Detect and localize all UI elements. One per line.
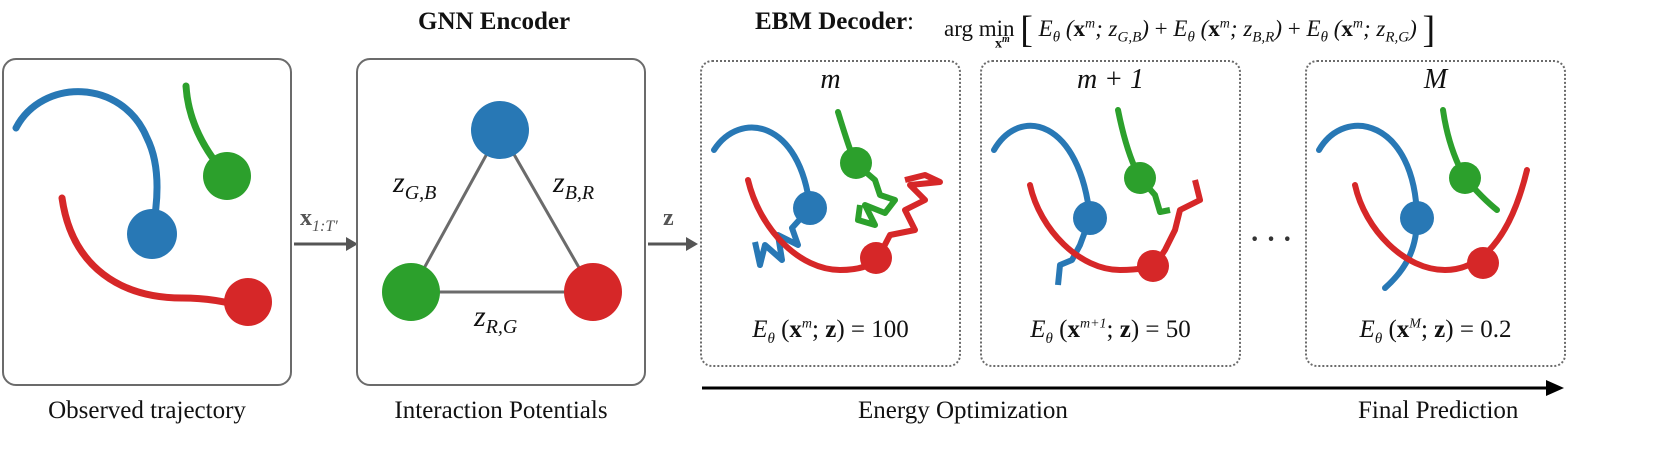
final-prediction-caption: Final Prediction xyxy=(1358,397,1519,424)
argmin-subscript: xm xyxy=(995,34,1010,52)
edge-label-gb: zG,B xyxy=(393,166,437,204)
edge-label-br: zB,R xyxy=(553,166,595,204)
step-final-label: M xyxy=(1423,64,1448,95)
red-particle xyxy=(224,278,272,326)
observed-trajectory-caption: Observed trajectory xyxy=(48,397,246,424)
step-final-panel xyxy=(1305,60,1566,367)
step-m-label: m xyxy=(820,64,841,95)
step-m-panel xyxy=(700,60,961,367)
edge-label-rg: zR,G xyxy=(474,300,518,338)
x-arrow xyxy=(294,237,358,251)
step-final-drawing xyxy=(1316,107,1530,291)
ebm-decoder-label: EBM Decoder xyxy=(755,8,908,35)
step-final-energy: Eθ (xM; z) = 0.2 xyxy=(1359,316,1512,347)
interaction-graph xyxy=(382,101,622,321)
step-m-drawing xyxy=(711,109,943,274)
step-m-plus-1-label: m + 1 xyxy=(1076,64,1145,95)
step-m-plus-1-energy: Eθ (xm+1; z) = 50 xyxy=(1030,316,1191,347)
step-m-plus-1-panel xyxy=(980,60,1241,367)
edge-blue-red xyxy=(498,129,595,293)
edge-green-blue xyxy=(409,129,502,293)
node-blue xyxy=(471,101,529,159)
optimization-arrow xyxy=(702,380,1564,396)
node-red xyxy=(564,263,622,321)
gnn-encoder-title: GNN Encoder xyxy=(418,8,571,35)
energy-optimization-caption: Energy Optimization xyxy=(858,397,1068,424)
x-arrow-label: x1:T′ xyxy=(300,205,338,235)
observed-trajectory-drawing xyxy=(12,82,272,326)
energy-term-2: Eθ (xm; zB,R) xyxy=(1173,16,1283,46)
energy-term-3: Eθ (xm; zR,G) xyxy=(1306,16,1417,46)
z-arrow xyxy=(648,237,698,251)
step-m-plus-1-drawing xyxy=(991,107,1203,286)
step-m-energy: Eθ (xm; z) = 100 xyxy=(752,316,909,347)
interaction-potentials-caption: Interaction Potentials xyxy=(394,397,608,424)
ellipsis: · · · xyxy=(1250,224,1293,255)
node-green xyxy=(382,263,440,321)
blue-particle xyxy=(127,209,177,259)
blue-trajectory xyxy=(12,88,161,237)
ebm-decoder-title: EBM Decoder: xyxy=(755,8,914,35)
z-arrow-label: z xyxy=(663,205,674,231)
green-particle xyxy=(203,152,251,200)
argmin-label: arg min xyxy=(944,16,1015,41)
energy-term-1: Eθ (xm; zG,B) xyxy=(1038,16,1149,46)
ebm-objective-formula: arg min [ Eθ (xm; zG,B) + Eθ (xm; zB,R) … xyxy=(944,9,1436,51)
